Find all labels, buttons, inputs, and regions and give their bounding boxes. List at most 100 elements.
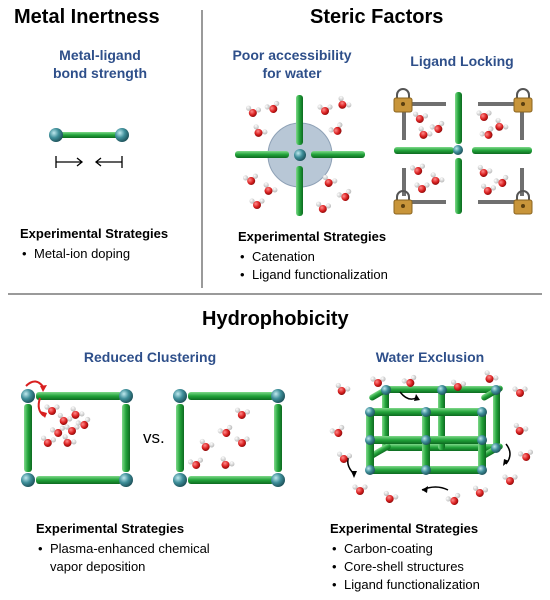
water-molecule-icon — [329, 424, 345, 437]
water-molecule-icon — [430, 172, 445, 185]
water-molecule-icon — [338, 95, 352, 109]
ligand-bar — [188, 392, 274, 400]
ligand-locking-diagram — [393, 88, 533, 215]
water-molecule-icon — [472, 485, 489, 497]
water-molecule-icon — [245, 105, 262, 117]
water-molecule-icon — [249, 198, 265, 209]
water-molecule-icon — [242, 173, 259, 185]
water-molecule-icon — [264, 100, 280, 113]
metal-node — [21, 473, 35, 487]
strategy-item: Catenation — [238, 248, 388, 266]
water-molecule-icon — [401, 374, 417, 387]
water-molecule-icon — [220, 456, 235, 469]
water-molecule-icon — [40, 435, 57, 447]
ligand-bar — [394, 147, 454, 154]
reduced-clustering-subtitle: Reduced Clustering — [83, 349, 217, 365]
water-molecule-icon — [484, 370, 499, 383]
reduced-clustering-right-pore — [173, 389, 285, 487]
ligand-bar — [36, 392, 122, 400]
water-molecule-icon — [234, 407, 251, 419]
steric-factors-title: Steric Factors — [310, 6, 444, 28]
ligand-bar — [176, 404, 184, 472]
strategy-item: Plasma-enhanced chemical vapor depositio… — [36, 540, 210, 576]
metal-node — [173, 389, 187, 403]
ligand-bar — [472, 147, 532, 154]
padlock-icon — [393, 88, 413, 113]
metal-node — [21, 389, 35, 403]
metal-strategies-heading: Experimental Strategies — [20, 226, 169, 241]
ligand-bar — [296, 166, 303, 216]
water-molecule-icon — [49, 425, 66, 437]
metal-inertness-title: Metal Inertness — [14, 6, 160, 28]
water-molecule-icon — [263, 182, 278, 195]
ligand-bar — [24, 404, 32, 472]
water-molecule-icon — [502, 474, 518, 485]
water-exclusion-subtitle: Water Exclusion — [375, 349, 485, 365]
water-molecule-icon — [418, 126, 433, 139]
water-molecule-icon — [70, 406, 85, 419]
ligand-bar — [455, 92, 462, 144]
water-molecule-icon — [253, 124, 268, 137]
subtitle-line-2: bond strength — [52, 65, 148, 81]
curved-arrow-head — [40, 411, 47, 418]
strategy-item: Carbon-coating — [330, 540, 480, 558]
ligand-bar — [122, 404, 130, 472]
metal-ligand-bond-diagram — [49, 128, 129, 168]
water-molecule-icon — [199, 438, 215, 451]
water-molecule-icon — [495, 117, 509, 131]
metal-node — [271, 473, 285, 487]
ligand-bar — [188, 476, 274, 484]
steric-strategies-list: Catenation Ligand functionalization — [238, 248, 388, 284]
water-molecule-icon — [480, 183, 497, 195]
framework-block — [365, 385, 503, 475]
water-molecule-icon — [370, 376, 386, 387]
water-molecule-icon — [414, 182, 430, 193]
water-molecule-icon — [513, 422, 529, 435]
metal-node — [271, 389, 285, 403]
horizontal-divider — [8, 293, 542, 295]
water-molecule-icon — [493, 174, 509, 187]
water-exclusion-diagram — [329, 370, 534, 505]
ligand-bar — [455, 158, 462, 214]
water-molecule-icon — [62, 434, 77, 447]
metal-node — [115, 128, 129, 142]
subtitle-line-1: Metal-ligand — [59, 47, 141, 63]
metal-node — [294, 149, 306, 161]
water-molecule-icon — [317, 104, 333, 115]
padlock-icon — [393, 190, 413, 215]
water-molecule-icon — [57, 412, 73, 425]
poor-accessibility-subtitle: Poor accessibility for water — [212, 46, 372, 82]
water-molecule-icon — [75, 416, 91, 429]
water-molecule-icon — [512, 386, 528, 397]
strategy-item: Metal-ion doping — [20, 245, 130, 263]
water-molecule-icon — [450, 379, 467, 391]
water-molecule-icon — [429, 120, 445, 133]
water-molecule-icon — [412, 111, 429, 123]
water-molecule-icon — [64, 424, 80, 435]
strategy-line-2: vapor deposition — [50, 559, 146, 574]
strategy-item: Ligand functionalization — [330, 576, 480, 594]
metal-inertness-subtitle: Metal-ligand bond strength — [20, 46, 180, 82]
clustering-strategies-list: Plasma-enhanced chemical vapor depositio… — [36, 540, 210, 576]
metal-node — [119, 389, 133, 403]
strategy-line-1: Plasma-enhanced chemical — [50, 541, 210, 556]
water-molecule-icon — [315, 201, 332, 213]
metal-node — [453, 145, 463, 155]
ligand-bar — [311, 151, 365, 158]
water-molecule-icon — [322, 174, 338, 187]
water-molecule-icon — [476, 110, 492, 121]
ligand-locking-subtitle: Ligand Locking — [410, 53, 514, 69]
hydrophobicity-title: Hydrophobicity — [202, 308, 349, 330]
water-molecule-icon — [479, 126, 494, 139]
water-molecule-icon — [409, 163, 426, 175]
bond-bar — [56, 132, 120, 138]
metal-node — [49, 128, 63, 142]
ligand-bar — [235, 151, 289, 158]
reduced-clustering-left-pore — [21, 380, 133, 487]
clustering-strategies-heading: Experimental Strategies — [36, 521, 185, 536]
water-molecule-icon — [352, 484, 368, 495]
water-molecule-icon — [44, 404, 60, 415]
padlock-icon — [513, 88, 533, 113]
water-molecule-icon — [335, 382, 351, 395]
exclusion-strategies-list: Carbon-coating Core-shell structures Lig… — [330, 540, 480, 594]
